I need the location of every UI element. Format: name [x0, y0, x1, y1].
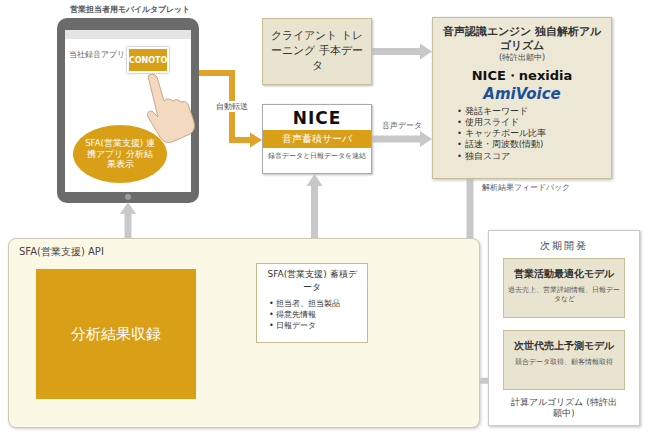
node-text: 過去売上、営業詳細情報、日報データなど [508, 286, 620, 304]
model-box: 営業活動最適化モデル過去売上、営業詳細情報、日報データなど [503, 258, 625, 318]
node-text: 録音データと日報データを連結 [263, 151, 371, 161]
flow-arrow [372, 44, 432, 60]
node-text: (特許出願中) [439, 52, 605, 63]
api-region: SFA(営業支援) API 分析結果収録 SFA(営業支援) 蓄積データ • 担当者、… [8, 238, 480, 428]
node-heading: 音声認識エンジン 独自解析アルゴリズム [439, 24, 605, 52]
tablet-frame [57, 18, 199, 203]
server-box: NICE 音声蓄積サーバ録音データと日報データを連結 [262, 104, 372, 174]
node-text: • 得意先情報 [263, 310, 361, 321]
hand-illustration [148, 74, 195, 142]
data-box: クライアント トレーニング 手本データ [262, 18, 372, 85]
node-heading: SFA(営業支援) API [19, 245, 104, 259]
app-icon: CONOTO [127, 47, 169, 73]
arrow-head [250, 133, 262, 148]
arrow-line [372, 136, 421, 143]
node-text: • 独自スコア [439, 151, 605, 162]
node-heading: SFA(営業支援) 連携アプリ 分析結果表示 [83, 138, 157, 170]
home-button [125, 194, 131, 200]
arrow-line [199, 73, 251, 140]
node-text: • 日報データ [263, 321, 361, 332]
node-text: • 担当者、担当製品 [263, 299, 361, 310]
app-circle: SFA(営業支援) 連携アプリ 分析結果表示 [73, 125, 167, 183]
node-heading: 次世代売上予測モデル [508, 339, 620, 353]
model-box: 次世代売上予測モデル競合データ取得、顧客情報取得 [503, 330, 625, 390]
flow-arrow [120, 202, 136, 238]
arrow-line [372, 48, 421, 55]
edge-label: 自動転送 [214, 101, 250, 112]
node-heading: SFA(営業支援) 蓄積データ [263, 268, 361, 294]
node-text: NICE・nexidia [439, 67, 605, 85]
pointing-hand [148, 74, 195, 142]
arrow-line [125, 213, 132, 238]
engine-box: 音声認識エンジン 独自解析アルゴリズム(特許出願中) NICE・nexidiaAm… [432, 17, 612, 179]
sfa-data-box: SFA(営業支援) 蓄積データ • 担当者、担当製品• 得意先情報• 日報データ [256, 263, 368, 343]
node-text: • 発話キーワード [439, 106, 605, 117]
edge-label: 解析結果フィードバック [480, 182, 572, 193]
node-heading: CONOTO [129, 56, 167, 65]
tablet: 営業担当者用モバイルタブレット当社録音アプリ CONOTO SFA(営業支援) 連携… [55, 1, 205, 202]
node-text: 音声蓄積サーバ [263, 130, 371, 148]
node-text: 当社録音アプリ [69, 49, 125, 60]
flow-arrow [199, 73, 262, 148]
node-text: • 話速・周波数(情動) [439, 139, 605, 150]
edge-label: 音声データ [380, 120, 424, 131]
arrow-head [307, 174, 323, 186]
node-heading: クライアント トレーニング 手本データ [269, 29, 365, 74]
node-heading: NICE [263, 108, 371, 128]
browser-bar [65, 30, 191, 39]
node-text: • 使用スライド [439, 117, 605, 128]
node-heading: 分析結果収録 [71, 325, 161, 344]
node-heading: 営業活動最適化モデル [508, 267, 620, 281]
next-dev-panel: 次期開発計算アルゴリズム (特許出願中) 営業活動最適化モデル過去売上、営業詳細情… [488, 230, 640, 426]
tablet-illustration [57, 18, 199, 203]
node-text: 競合データ取得、顧客情報取得 [508, 358, 620, 367]
flow-arrow [372, 131, 432, 147]
arrow-head [420, 44, 432, 60]
arrow-head [420, 131, 432, 147]
node-text: 計算アルゴリズム (特許出願中) [489, 397, 639, 419]
result-box: 分析結果収録 [36, 269, 196, 399]
node-text: AmiVoice [439, 85, 605, 103]
arrow-head [120, 202, 136, 214]
node-text: • キャッチボール比率 [439, 128, 605, 139]
node-heading: 次期開発 [489, 239, 639, 253]
node-heading: 営業担当者用モバイルタブレット [55, 4, 205, 15]
